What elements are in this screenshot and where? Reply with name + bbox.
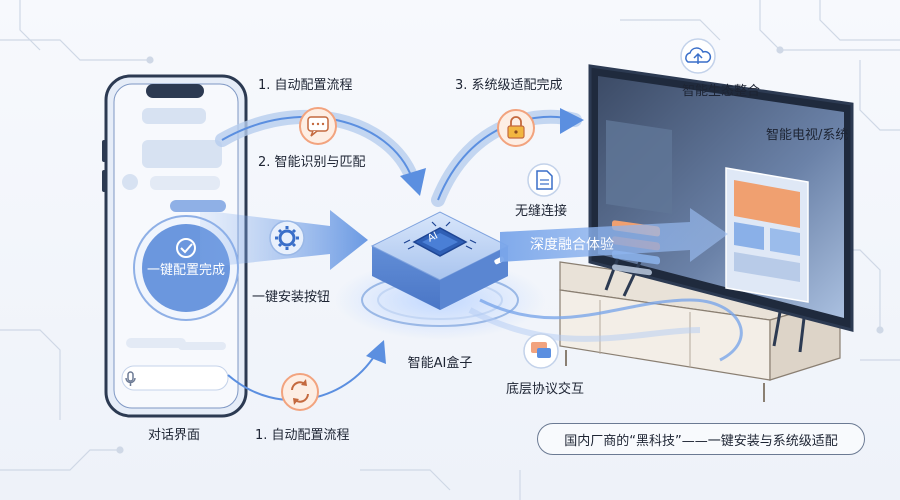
lock-icon [498, 110, 534, 146]
caption-box: 国内厂商的“黑科技”——一键安装与系统级适配 [537, 423, 865, 455]
step-auto-config-label: 1. 自动配置流程 [258, 74, 353, 93]
document-icon [528, 164, 560, 196]
one-click-button-label: 一键安装按钮 [252, 286, 330, 305]
settings-gear-icon [270, 221, 304, 255]
tv-ui-panel-right [726, 168, 808, 302]
ai-box-label: 智能AI盒子 [408, 352, 473, 371]
eco-integration-label: 智能生态整合 [682, 80, 760, 99]
deep-fusion-label: 深度融合体验 [530, 234, 614, 254]
cloud-upload-icon [681, 39, 715, 73]
chat-bubbles-icon [524, 334, 558, 368]
ai-box [335, 212, 545, 340]
smart-tv-label: 智能电视/系统 [766, 124, 848, 143]
step-auto-config-bottom-label: 1. 自动配置流程 [255, 424, 350, 443]
message-icon [300, 108, 336, 144]
seamless-label: 无缝连接 [515, 200, 567, 219]
protocol-label: 底层协议交互 [506, 378, 584, 397]
step-smart-match-label: 2. 智能识别与匹配 [258, 151, 366, 170]
one-click-done-text: 一键配置完成 [140, 262, 232, 280]
chat-bubble-placeholder [142, 108, 206, 124]
avatar [122, 174, 138, 190]
chat-bubble-placeholder [142, 140, 222, 168]
chat-bubble-user [170, 200, 226, 212]
chat-ui-label: 对话界面 [148, 424, 200, 443]
step-system-adapt-label: 3. 系统级适配完成 [455, 74, 563, 93]
refresh-icon [282, 374, 318, 410]
